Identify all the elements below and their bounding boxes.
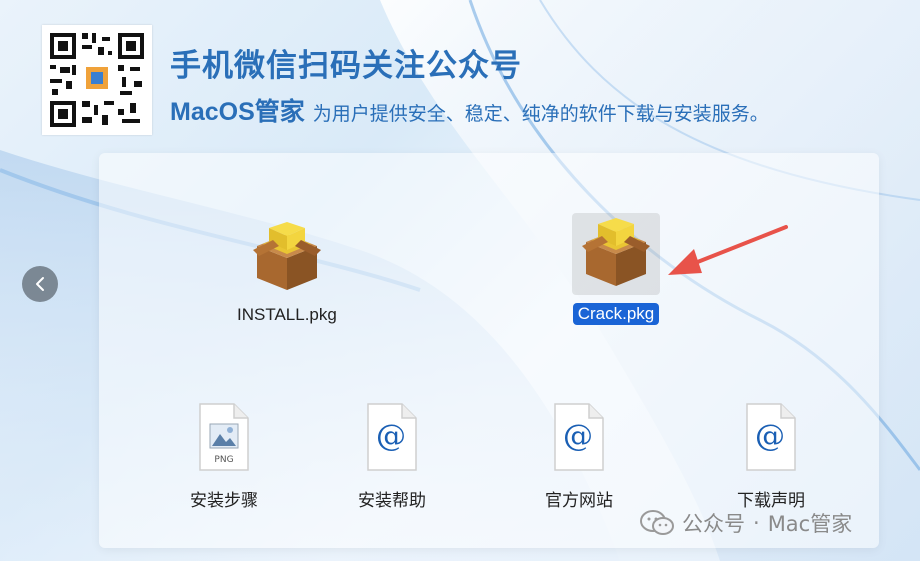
package-icon <box>249 220 325 296</box>
watermark-name: Mac管家 <box>767 512 853 536</box>
chevron-left-icon <box>36 277 44 291</box>
file-label: 官方网站 <box>545 491 613 511</box>
red-arrow-annotation <box>668 225 788 275</box>
webloc-file-icon: @ <box>554 403 604 471</box>
brand-name: MacOS管家 <box>170 98 305 126</box>
watermark-account: 公众号 <box>682 512 745 536</box>
svg-text:@: @ <box>376 419 406 454</box>
file-crack-pkg[interactable]: Crack.pkg <box>572 213 660 325</box>
watermark-separator: · <box>753 511 760 535</box>
file-official-site[interactable]: @ 官方网站 <box>545 402 613 511</box>
subline: MacOS管家为用户提供安全、稳定、纯净的软件下载与安装服务。 <box>170 92 769 128</box>
finder-window-panel <box>99 153 879 548</box>
webloc-file-icon: @ <box>367 403 417 471</box>
file-label: 下载声明 <box>737 491 805 511</box>
wechat-icon <box>640 510 674 535</box>
file-label: 安装步骤 <box>190 491 258 511</box>
file-install-help[interactable]: @ 安装帮助 <box>358 402 426 511</box>
file-download-notice[interactable]: @ 下载声明 <box>737 402 805 511</box>
file-label: INSTALL.pkg <box>237 305 337 324</box>
watermark: 公众号 · Mac管家 <box>640 508 852 538</box>
file-install-pkg[interactable]: INSTALL.pkg <box>232 220 342 326</box>
png-file-icon: PNG <box>199 403 249 471</box>
svg-text:PNG: PNG <box>214 455 233 465</box>
file-label: 安装帮助 <box>358 491 426 511</box>
package-icon <box>572 213 660 295</box>
qr-code-image <box>42 25 152 135</box>
svg-text:@: @ <box>563 419 593 454</box>
file-install-steps[interactable]: PNG 安装步骤 <box>190 402 258 511</box>
back-arrow-button[interactable] <box>22 266 58 302</box>
webloc-file-icon: @ <box>746 403 796 471</box>
file-label-selected: Crack.pkg <box>572 303 660 325</box>
headline-text: 手机微信扫码关注公众号 <box>170 48 522 84</box>
tagline-text: 为用户提供安全、稳定、纯净的软件下载与安装服务。 <box>312 103 769 125</box>
svg-text:@: @ <box>755 419 785 454</box>
